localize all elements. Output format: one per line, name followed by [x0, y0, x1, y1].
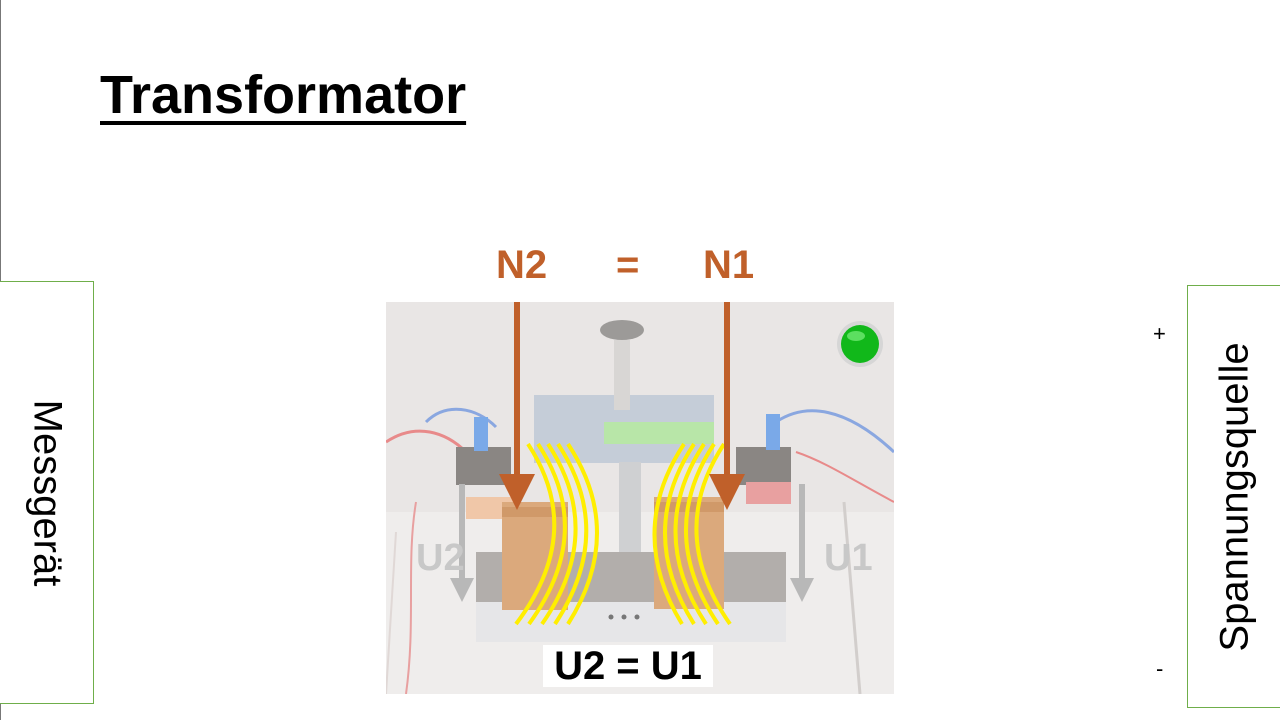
secondary-voltage-label: U2 [416, 537, 465, 579]
equals-sign: = [616, 243, 640, 287]
secondary-field-lines [514, 442, 599, 626]
clamp-screw [614, 340, 630, 410]
measuring-device-box: Messgerät [0, 281, 94, 704]
plus-terminal-label: + [1153, 321, 1166, 346]
primary-field-lines [652, 442, 732, 626]
left-blue-wire [424, 407, 498, 429]
yoke-label-strip [604, 422, 714, 444]
left-red-wire [386, 429, 468, 454]
voltage-source-label: Spannungsquelle [1212, 341, 1256, 652]
transformer-photo: U2 U1 [386, 302, 894, 694]
right-blue-wire [775, 409, 894, 454]
measuring-device-label: Messgerät [25, 399, 69, 586]
right-red-wire [795, 451, 894, 503]
clamp-knob [600, 320, 644, 340]
secondary-turns-label: N2 [496, 243, 548, 287]
page-title: Transformator [100, 65, 467, 125]
power-indicator-light [841, 325, 879, 363]
voltage-source-box: Spannungsquelle [1187, 285, 1280, 708]
primary-voltage-label: U1 [824, 537, 873, 579]
primary-turns-label: N1 [703, 243, 755, 287]
voltage-equation: U2 = U1 [543, 645, 713, 687]
left-terminal-block [456, 447, 511, 485]
minus-terminal-label: - [1156, 656, 1164, 681]
right-terminal-block [736, 447, 791, 485]
